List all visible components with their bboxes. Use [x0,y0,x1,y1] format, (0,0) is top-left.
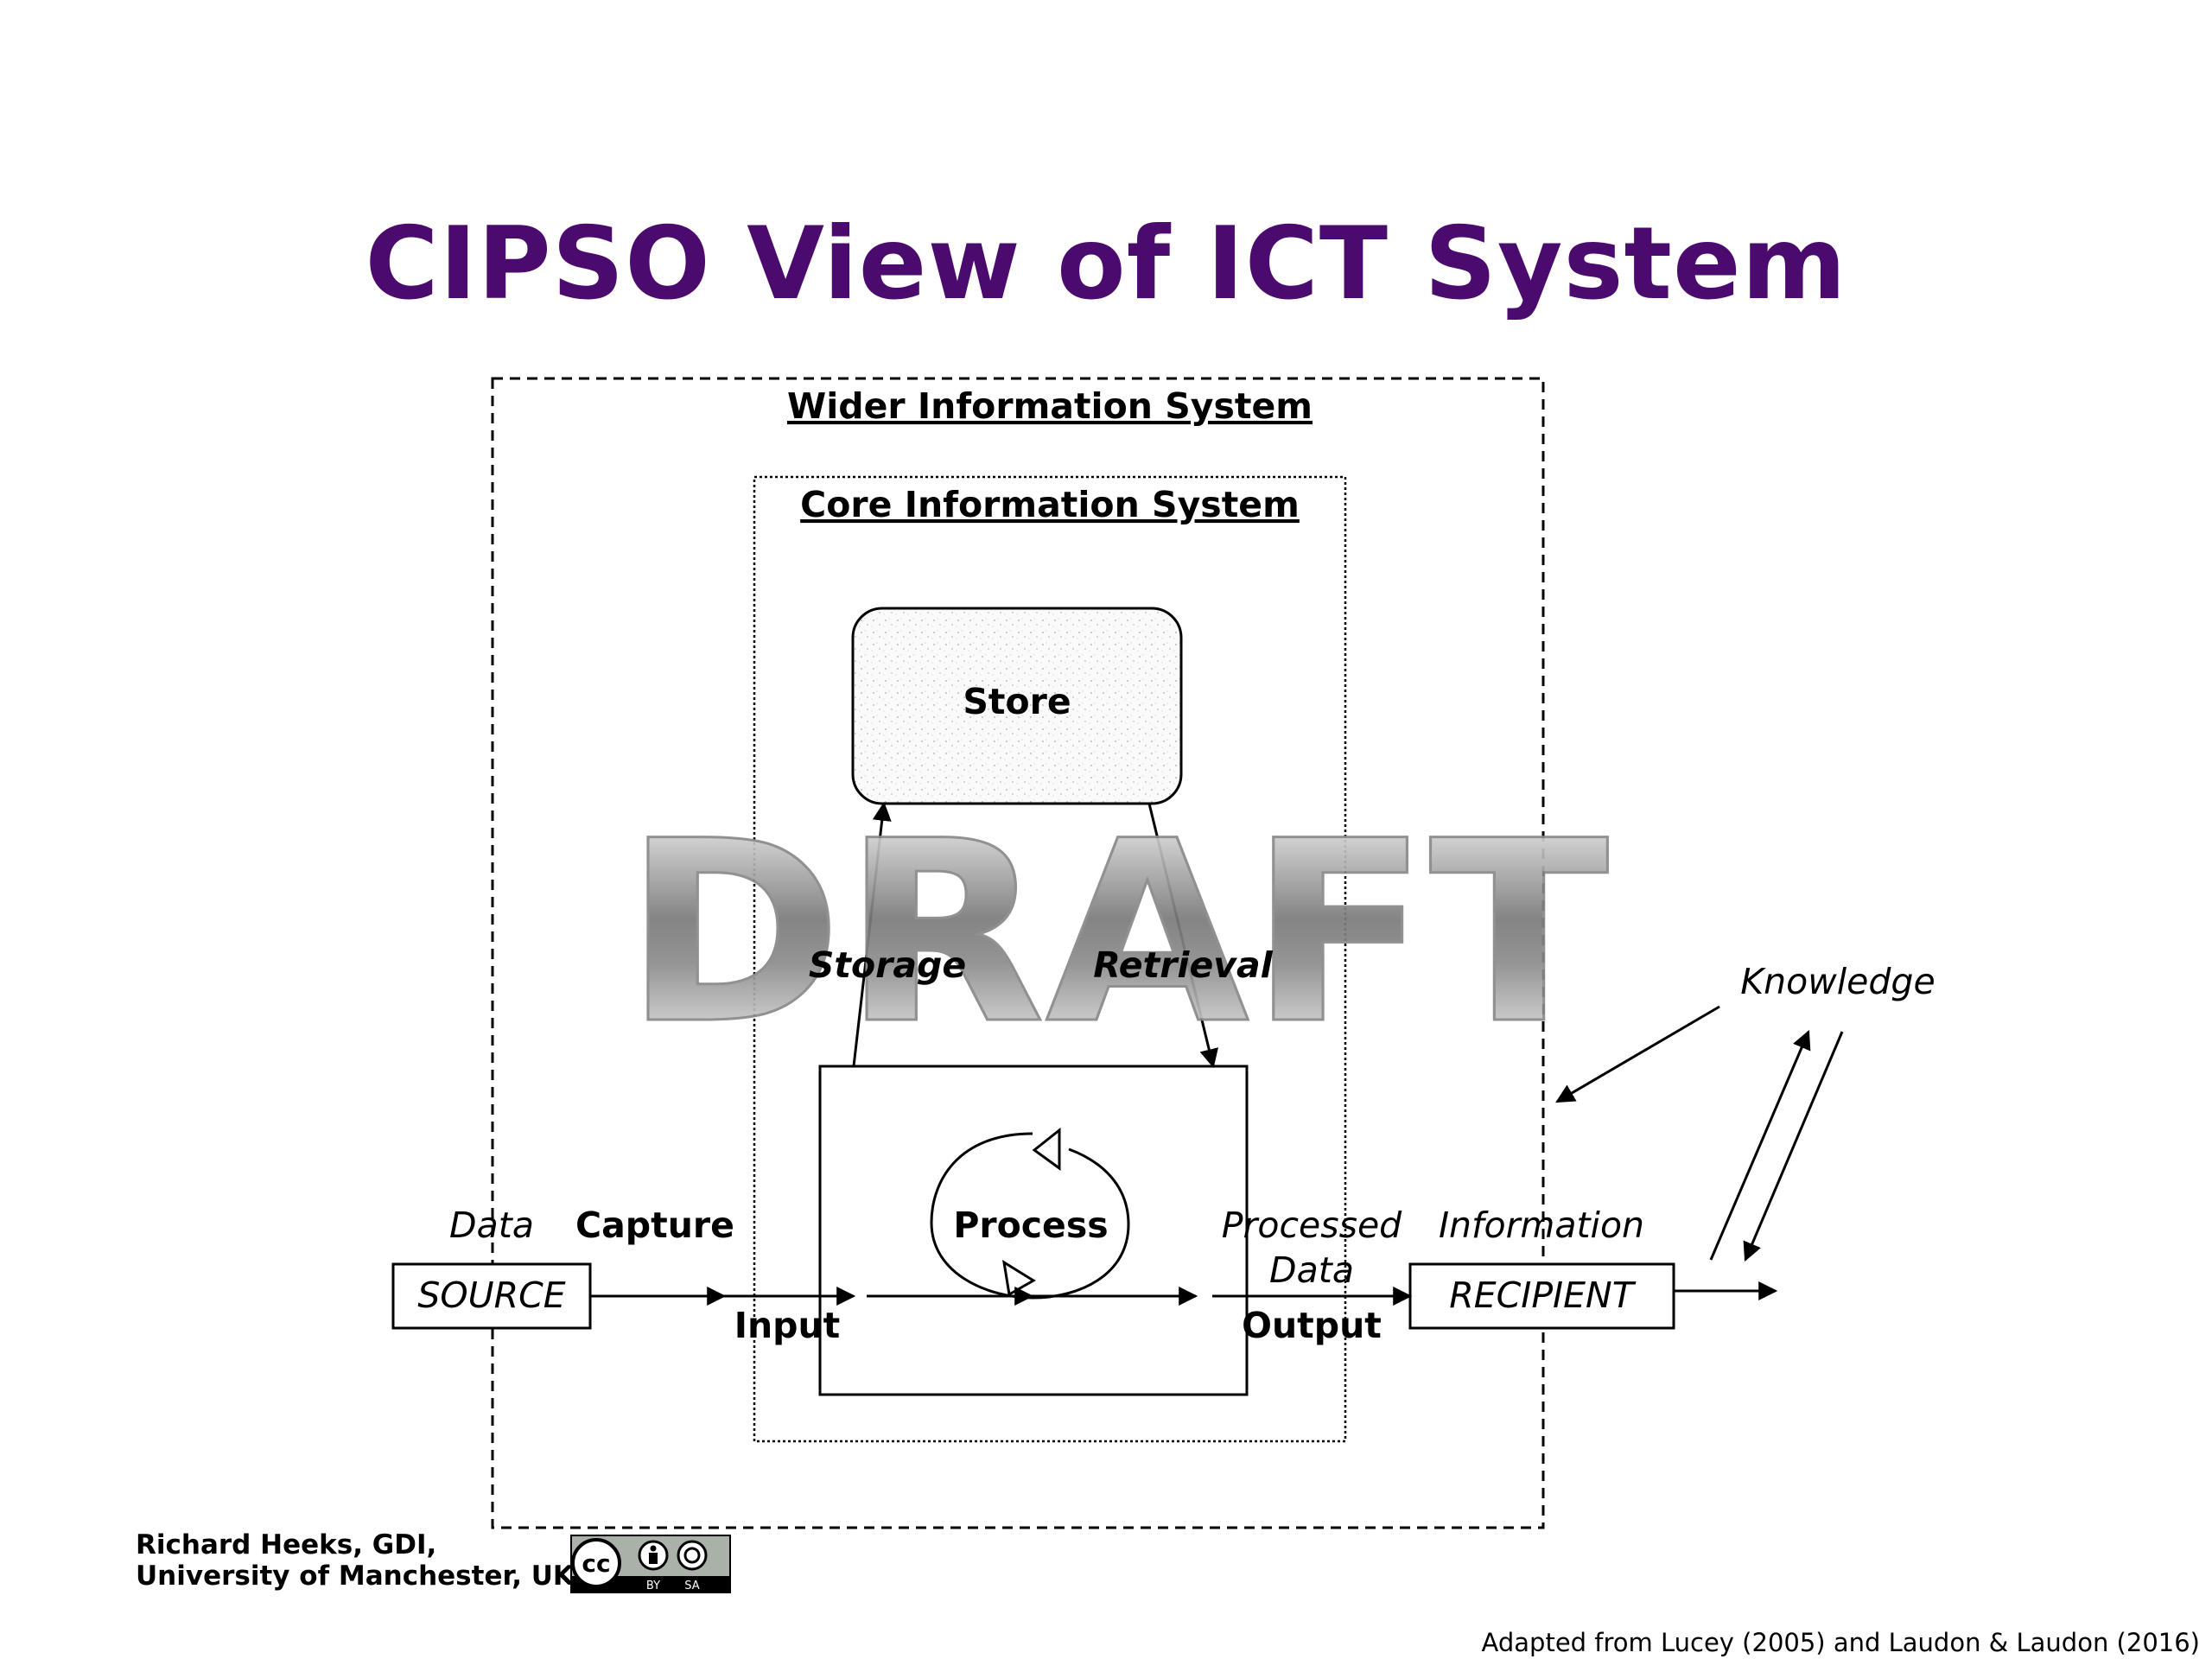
store-label: Store [963,681,1071,722]
recipient-to-knowledge-arrow [1709,1029,1811,1261]
by-label: BY [646,1580,660,1592]
sa-label: SA [684,1580,699,1592]
knowledge-to-system-arrow [1555,1005,1720,1103]
capture-label: Capture [575,1205,734,1246]
knowledge-to-recipient-arrow [1743,1031,1844,1262]
knowledge-label: Knowledge [1740,961,1935,1002]
process-cycle-head-bottom [1001,1259,1036,1297]
wider-system-boundary [491,377,1545,1529]
processed-label: Processed [1222,1205,1402,1246]
process-cycle-head-top [1032,1127,1061,1171]
cc-icon: cc [582,1549,610,1578]
process-box [818,1065,1249,1396]
core-system-boundary [753,475,1347,1443]
core-system-label: Core Information System [800,484,1300,525]
processed-data-label: Data [1269,1249,1354,1291]
data-label: Data [449,1205,534,1246]
draft-watermark: DRAFT [624,788,1611,1079]
retrieval-arrow [1147,803,1219,1069]
storage-label: Storage [809,944,966,986]
retrieval-label: Retrieval [1093,944,1273,986]
author-credit: Richard Heeks, GDI, University of Manche… [136,1529,574,1592]
sa-icon [677,1540,708,1571]
source-credit: Adapted from Lucey (2005) and Laudon & L… [1481,1628,2200,1657]
wider-system-label: Wider Information System [787,385,1313,427]
information-label: Information [1439,1205,1644,1246]
page-title: CIPSO View of ICT System [365,206,1847,322]
output-label: Output [1242,1305,1382,1346]
cc-by-sa-license-icon[interactable]: cc BY SA [570,1535,731,1593]
input-label: Input [734,1305,841,1346]
recipient-label: RECIPIENT [1449,1274,1637,1316]
source-box [391,1262,592,1330]
store-box [851,607,1183,805]
source-label: SOURCE [417,1274,565,1316]
process-label: Process [953,1205,1108,1246]
storage-arrow [852,801,892,1067]
